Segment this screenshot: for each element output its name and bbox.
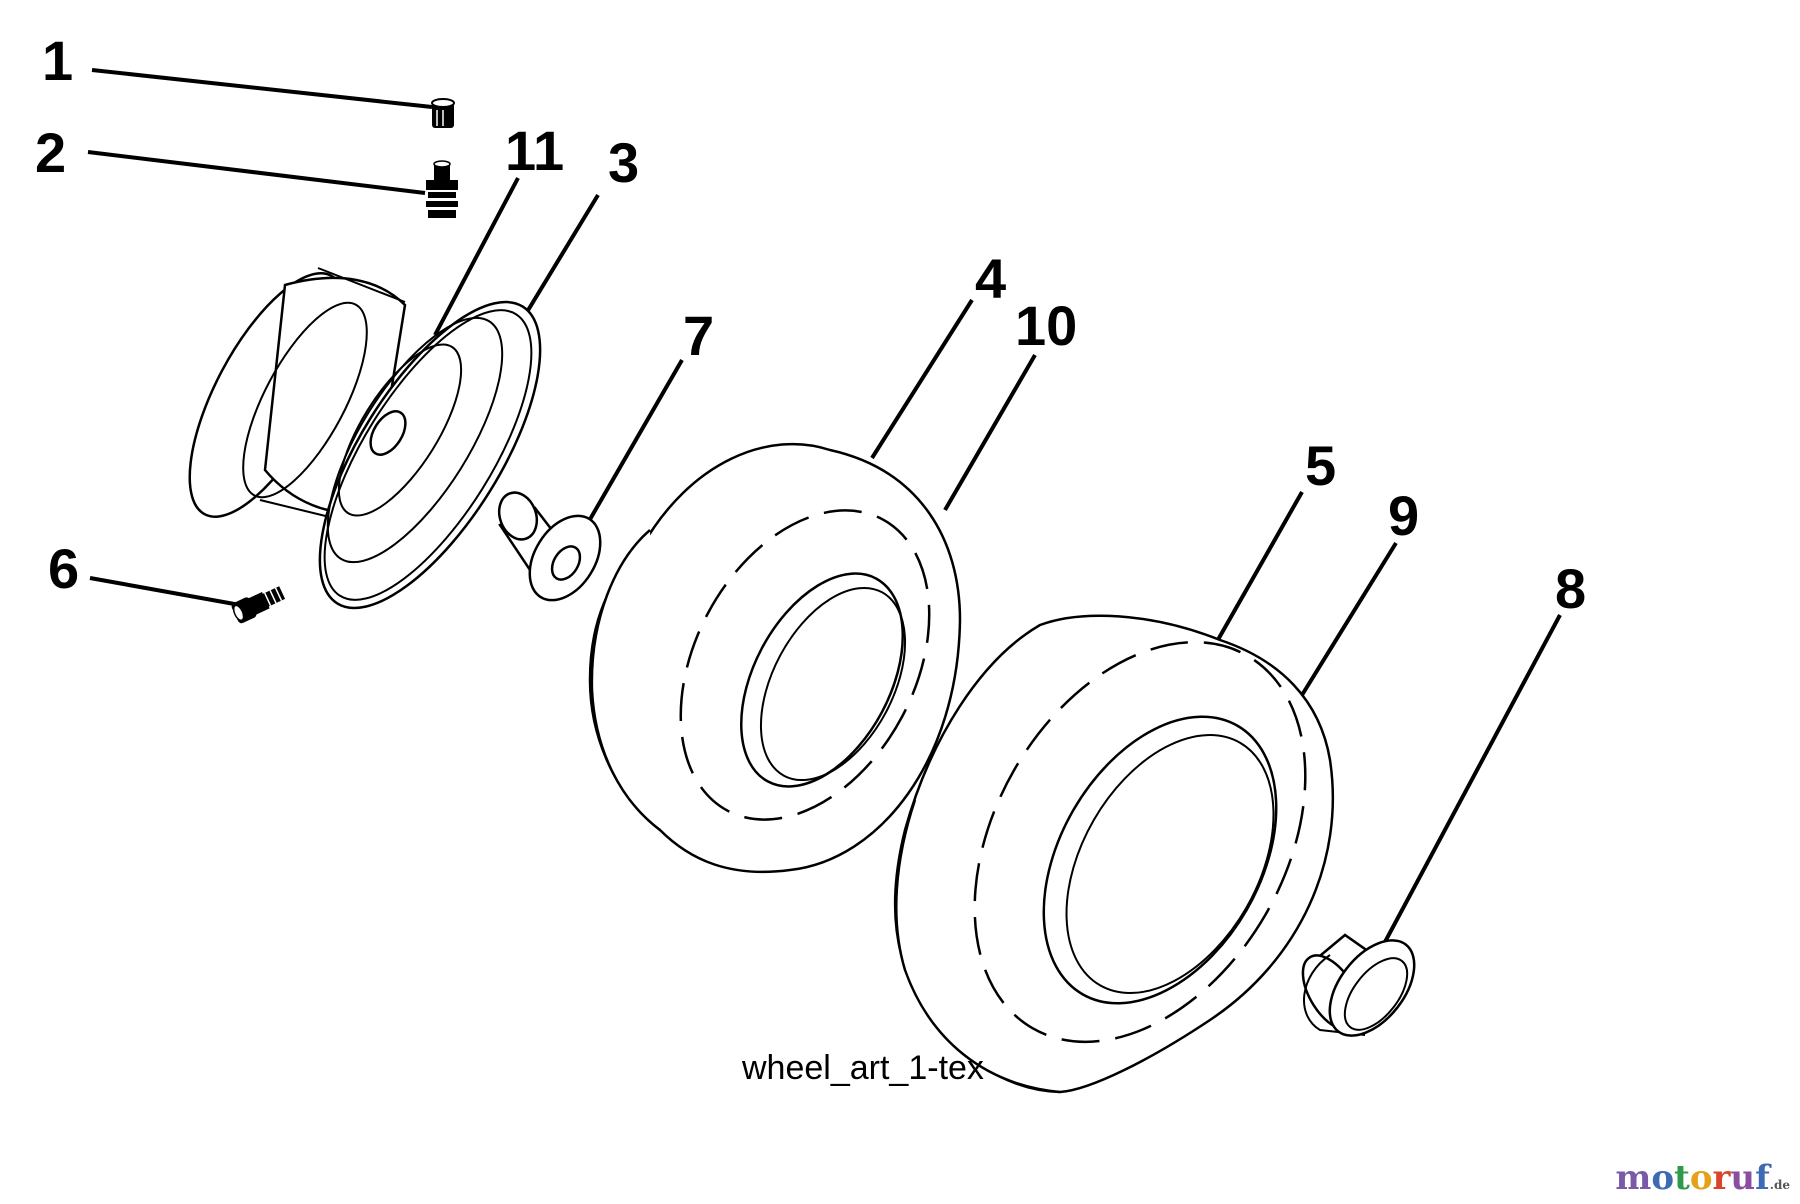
leader-6 xyxy=(89,576,241,607)
leader-2 xyxy=(87,150,426,195)
leader-11 xyxy=(433,177,520,336)
callout-9: 9 xyxy=(1388,484,1419,547)
leader-10 xyxy=(943,353,1037,512)
leader-9 xyxy=(1300,541,1398,697)
hub-cap-part xyxy=(1301,933,1416,1037)
leader-4 xyxy=(870,298,974,460)
watermark-logo: motoruf.de xyxy=(1615,1158,1790,1198)
watermark-letter: f xyxy=(1755,1158,1770,1198)
leader-7 xyxy=(583,358,684,530)
leader-lines xyxy=(87,68,1562,956)
leader-5 xyxy=(1213,491,1304,646)
flange-bushing-part xyxy=(497,491,602,602)
watermark-letter: t xyxy=(1674,1158,1690,1198)
callout-1: 1 xyxy=(42,29,73,92)
callout-4: 4 xyxy=(975,247,1006,310)
callout-5: 5 xyxy=(1305,434,1336,497)
valve-cap-part xyxy=(431,98,455,128)
callout-11: 11 xyxy=(505,119,564,182)
watermark-letter: r xyxy=(1712,1158,1731,1198)
grease-fitting-part xyxy=(231,586,286,624)
watermark-letter: o xyxy=(1651,1158,1675,1198)
valve-stem-part xyxy=(426,160,458,218)
callout-labels: 1 2 11 3 6 7 4 10 5 9 8 xyxy=(35,29,1586,620)
wheel-rim-part xyxy=(188,267,542,610)
callout-7: 7 xyxy=(683,304,714,367)
watermark-letter: o xyxy=(1689,1158,1713,1198)
watermark-suffix: .de xyxy=(1769,1178,1790,1192)
leader-1 xyxy=(91,68,433,109)
watermark-letter: m xyxy=(1615,1158,1652,1198)
callout-2: 2 xyxy=(35,121,66,184)
callout-6: 6 xyxy=(48,537,79,600)
rear-tire-part xyxy=(893,614,1335,1094)
callout-10: 10 xyxy=(1015,294,1077,357)
watermark-letter: u xyxy=(1730,1158,1756,1198)
front-tire-part xyxy=(588,442,962,874)
leader-8 xyxy=(1376,614,1562,956)
diagram-caption: wheel_art_1-tex xyxy=(741,1049,984,1087)
callout-8: 8 xyxy=(1555,557,1586,620)
watermark-text: motoruf xyxy=(1615,1158,1769,1198)
callout-3: 3 xyxy=(608,131,639,194)
